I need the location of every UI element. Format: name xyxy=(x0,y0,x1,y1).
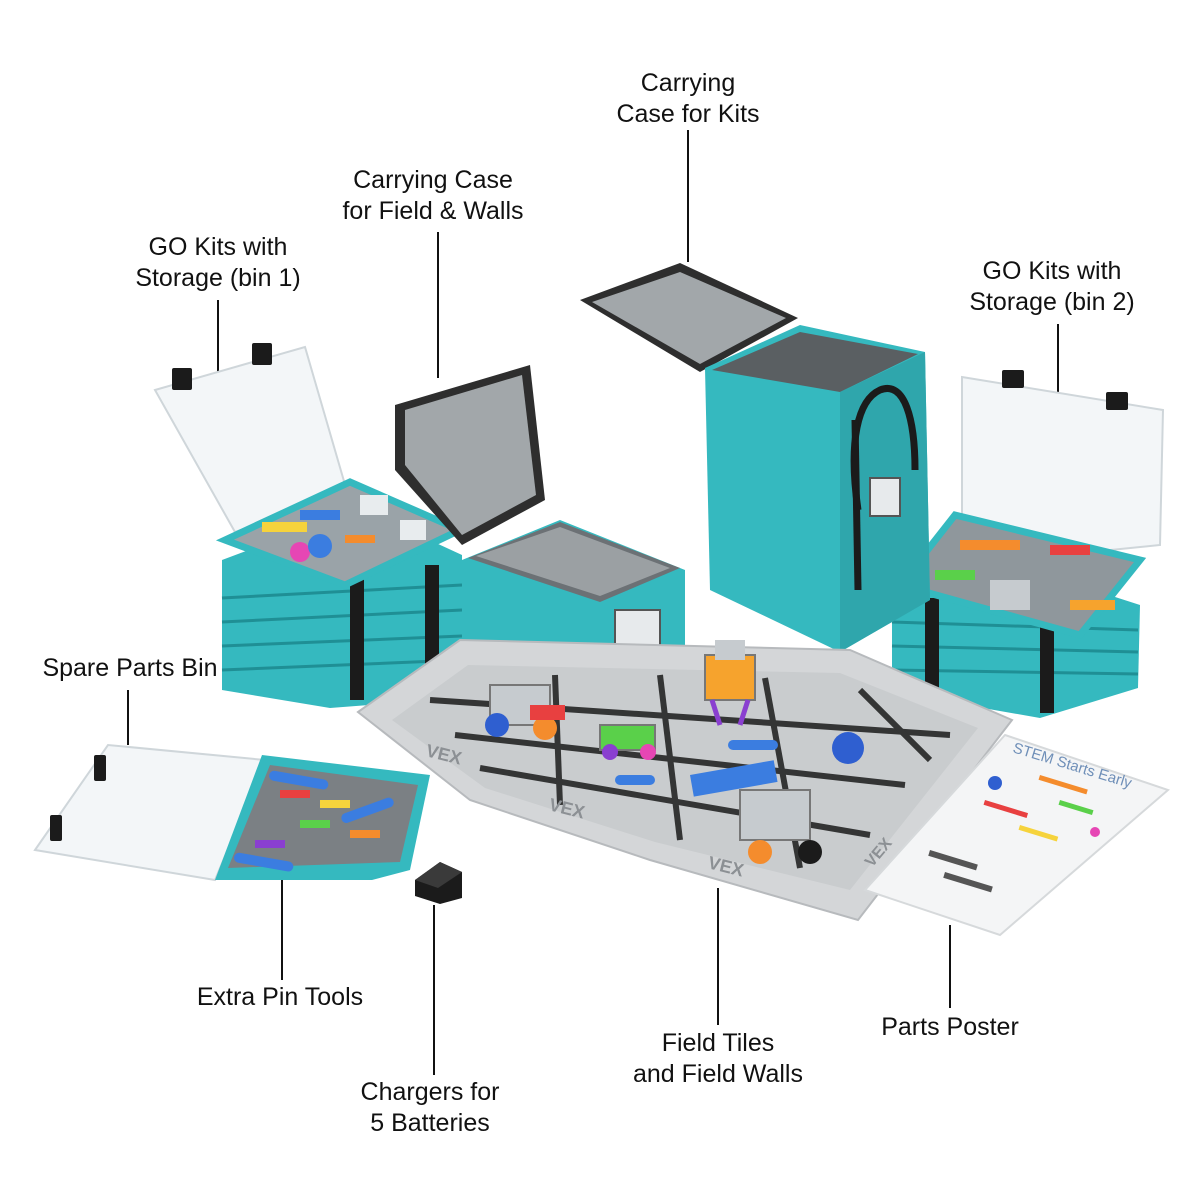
label-chargers: Chargers for 5 Batteries xyxy=(330,1077,530,1139)
field-tiles-walls: VEX VEX VEX VEX xyxy=(356,638,1014,922)
label-go-kits-bin1-line2: Storage (bin 1) xyxy=(135,264,301,292)
label-field-tiles: Field Tiles and Field Walls xyxy=(608,1028,828,1090)
bin2-strap xyxy=(925,598,939,696)
pin-tool xyxy=(341,797,394,823)
bin2-strap xyxy=(1040,608,1054,713)
label-case-field-line2: for Field & Walls xyxy=(342,197,524,225)
label-case-kits: Carrying Case for Kits xyxy=(588,68,788,130)
case-kits-lid-inner xyxy=(592,272,786,364)
spare-bin-clip xyxy=(94,755,106,781)
label-spare-parts: Spare Parts Bin xyxy=(20,653,240,684)
case-kits-opening xyxy=(712,332,918,392)
case-field-tag xyxy=(614,609,661,649)
field-disc xyxy=(832,732,864,764)
label-case-field-line1: Carrying Case xyxy=(353,166,513,194)
label-chargers-line1: Chargers for xyxy=(360,1078,500,1106)
carrying-case-kits xyxy=(580,263,930,652)
label-parts-poster-line1: Parts Poster xyxy=(881,1013,1019,1041)
bin2-lid xyxy=(961,375,1165,567)
leader-lines xyxy=(127,130,1059,1075)
spare-bin-clip xyxy=(50,815,62,841)
bin1-lid-clip xyxy=(172,368,192,390)
label-go-kits-bin2-line1: GO Kits with xyxy=(982,257,1122,285)
label-case-kits-line1: Carrying xyxy=(640,69,736,97)
pin-tool xyxy=(269,770,329,790)
carrying-case-field xyxy=(395,365,685,676)
label-parts-poster: Parts Poster xyxy=(850,1012,1050,1043)
bin1-lid-clip xyxy=(252,343,272,365)
case-field-lid-inner xyxy=(405,375,536,535)
battery-charger xyxy=(415,862,462,904)
pin-tool xyxy=(234,852,294,872)
poster-sheet xyxy=(863,733,1170,937)
case-kits-strap xyxy=(851,419,862,591)
robot xyxy=(690,760,822,864)
bin2-lid-clip xyxy=(1002,370,1024,388)
label-pin-tools-line1: Extra Pin Tools xyxy=(196,983,364,1011)
bin2-lid-clip xyxy=(1106,392,1128,410)
label-field-tiles-line2: and Field Walls xyxy=(633,1060,803,1088)
robot xyxy=(485,684,565,740)
case-kits-tag xyxy=(869,477,901,517)
label-field-tiles-line1: Field Tiles xyxy=(661,1029,775,1057)
label-go-kits-bin1: GO Kits with Storage (bin 1) xyxy=(108,232,328,294)
go-kits-bin1-stack xyxy=(153,343,469,708)
label-chargers-line2: 5 Batteries xyxy=(370,1109,490,1137)
bin1-strap xyxy=(350,570,364,700)
robot xyxy=(599,724,656,760)
label-case-field: Carrying Case for Field & Walls xyxy=(318,165,548,227)
label-case-kits-line2: Case for Kits xyxy=(616,100,760,128)
label-pin-tools: Extra Pin Tools xyxy=(170,982,390,1013)
label-go-kits-bin1-line1: GO Kits with xyxy=(148,233,288,261)
label-spare-parts-line1: Spare Parts Bin xyxy=(42,654,218,682)
spare-parts-bin xyxy=(33,743,430,882)
label-go-kits-bin2: GO Kits with Storage (bin 2) xyxy=(942,256,1162,318)
go-kits-bin2-stack xyxy=(891,370,1165,718)
robot xyxy=(704,640,756,726)
label-go-kits-bin2-line2: Storage (bin 2) xyxy=(969,288,1135,316)
